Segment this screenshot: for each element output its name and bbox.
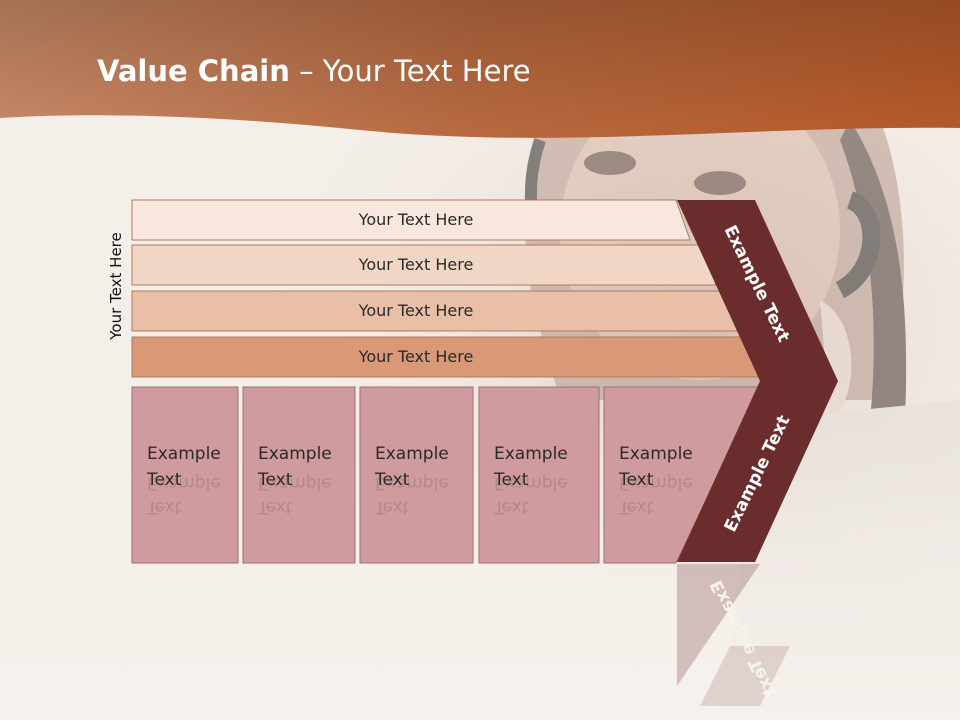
- reflection-line1: Example: [619, 473, 693, 493]
- reflection-line1: Example: [494, 473, 568, 493]
- reflection-line2: Text: [257, 497, 293, 517]
- reflection-line1: Example: [258, 473, 332, 493]
- example-column-line2: Text: [493, 470, 529, 490]
- value-bar-shape: [131, 199, 691, 241]
- example-column-line1: Example: [147, 444, 221, 464]
- example-column-shape: [478, 386, 600, 564]
- example-column-shape: [131, 386, 239, 564]
- example-column-line2: Text: [146, 470, 182, 490]
- example-column-shape: [359, 386, 474, 564]
- reflection-line2: Text: [374, 497, 410, 517]
- chevron-shape: [677, 200, 838, 562]
- value-bar-label: Your Text Here: [358, 301, 474, 320]
- reflection-line1: Example: [147, 473, 221, 493]
- value-bar-label: Your Text Here: [358, 255, 474, 274]
- value-bar-1: Your Text Here: [131, 199, 691, 241]
- reflection-line2: Text: [146, 497, 182, 517]
- slide-title: Value Chain – Your Text Here: [97, 54, 531, 88]
- example-column-shape: [603, 386, 761, 564]
- example-column-line2: Text: [618, 470, 654, 490]
- example-column-line2: Text: [374, 470, 410, 490]
- example-column-line1: Example: [258, 444, 332, 464]
- value-bar-label: Your Text Here: [358, 210, 474, 229]
- title-bold: Value Chain: [97, 54, 290, 88]
- value-bar-2: Your Text Here: [131, 244, 717, 286]
- reflection-line1: Example: [375, 473, 449, 493]
- chevron-reflection: Example Text: [677, 564, 790, 706]
- example-column-line1: Example: [619, 444, 693, 464]
- value-bar-label: Your Text Here: [358, 347, 474, 366]
- example-column-line1: Example: [375, 444, 449, 464]
- value-bar-3: Your Text Here: [131, 290, 740, 332]
- example-column-line2: Text: [257, 470, 293, 490]
- value-bar-4: Your Text Here: [131, 336, 764, 378]
- reflection-line2: Text: [493, 497, 529, 517]
- title-rest: – Your Text Here: [289, 54, 531, 88]
- example-column-shape: [242, 386, 356, 564]
- reflection-line2: Text: [618, 497, 654, 517]
- example-column-line1: Example: [494, 444, 568, 464]
